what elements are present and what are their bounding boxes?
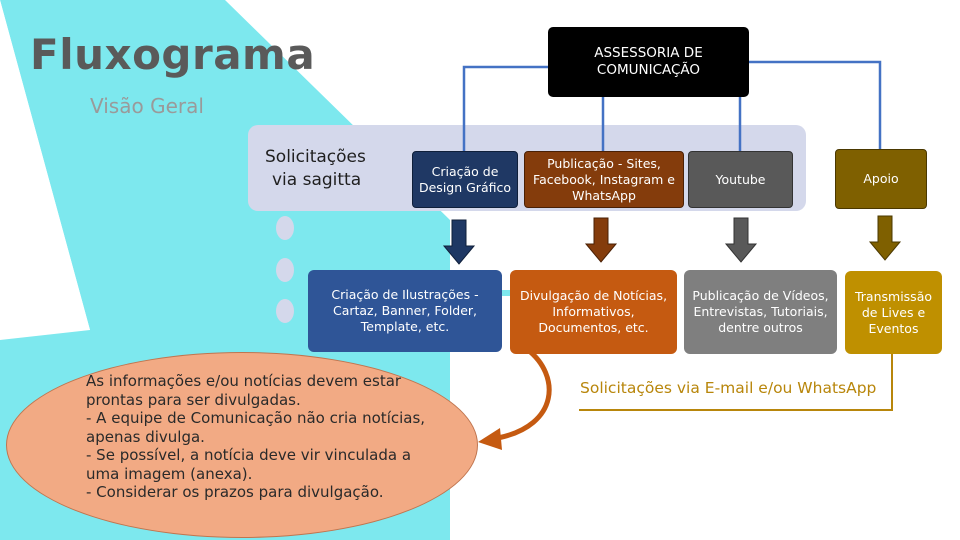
page-subtitle: Visão Geral xyxy=(90,94,204,118)
arrow-down-design xyxy=(442,219,476,265)
category-design-box: Criação de Design Gráfico xyxy=(412,151,518,208)
note-line: - Considerar os prazos para divulgação. xyxy=(86,483,384,501)
curved-arrow-head xyxy=(478,428,502,450)
output-ilustracoes-box: Criação de Ilustrações - Cartaz, Banner,… xyxy=(308,270,502,352)
note-line: apenas divulga. xyxy=(86,427,205,446)
note-line: - A equipe de Comunicação não cria notíc… xyxy=(86,409,426,427)
note-line: uma imagem (anexa). xyxy=(86,464,253,483)
requests-band-label: Solicitações via sagitta xyxy=(265,146,366,192)
notes-ellipse xyxy=(6,352,478,538)
connector-apoio xyxy=(749,60,882,149)
assessoria-line2: COMUNICAÇÃO xyxy=(596,62,701,78)
small-cyan-link xyxy=(502,290,510,296)
email-line xyxy=(579,353,893,411)
band-label-line1: Solicitações xyxy=(265,147,366,167)
arrow-down-apoio xyxy=(868,215,902,261)
page-title: Fluxograma xyxy=(30,30,316,79)
decorative-dot xyxy=(276,216,294,240)
category-youtube-box: Youtube xyxy=(688,151,793,208)
output-lives-box: Transmissão de Lives e Eventos xyxy=(845,271,942,354)
curved-arrow-path xyxy=(497,348,552,441)
output-videos-box: Publicação de Vídeos, Entrevistas, Tutor… xyxy=(684,270,837,354)
note-line: As informações e/ou notícias devem estar xyxy=(86,372,402,390)
assessoria-box: ASSESSORIA DE COMUNICAÇÃO xyxy=(548,27,749,97)
band-label-line2: via sagitta xyxy=(272,170,362,190)
decorative-dot xyxy=(276,258,294,282)
category-apoio-box: Apoio xyxy=(835,149,927,209)
white-corner-shape xyxy=(0,0,90,330)
assessoria-line1: ASSESSORIA DE xyxy=(594,45,703,61)
email-whatsapp-note: Solicitações via E-mail e/ou WhatsApp xyxy=(580,379,877,397)
arrow-down-publicacao xyxy=(584,217,618,263)
note-line: prontas para ser divulgadas. xyxy=(86,390,301,409)
decorative-dot xyxy=(276,299,294,323)
output-divulgacao-box: Divulgação de Notícias, Informativos, Do… xyxy=(510,270,677,354)
notes-text: As informações e/ou notícias devem estar… xyxy=(86,372,446,502)
category-publicacao-box: Publicação - Sites, Facebook, Instagram … xyxy=(524,151,684,208)
note-line: - Se possível, a notícia deve vir vincul… xyxy=(86,446,412,464)
connector-design xyxy=(462,65,548,151)
arrow-down-youtube xyxy=(724,217,758,263)
